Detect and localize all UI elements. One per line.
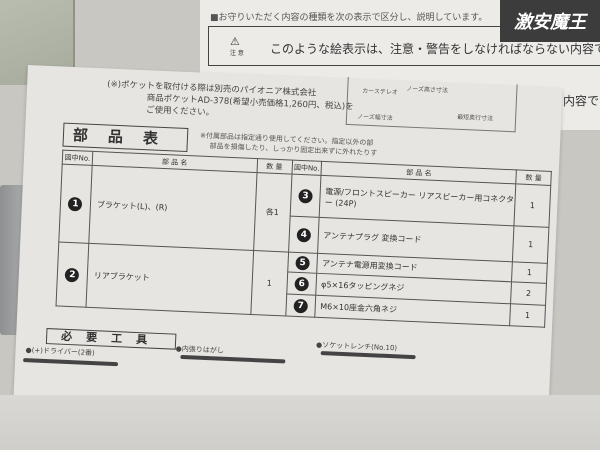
part-qty: 1 [513, 183, 551, 228]
part-number: 5 [295, 255, 310, 270]
tool-screwdriver: ●(+)ドライバー(2番) [25, 346, 95, 358]
warning-icon: ⚠注 意 [230, 35, 244, 57]
parts-note: ※付属部品は指定通り使用してください。指定以外の部 部品を損傷したり、しっかり固… [199, 131, 377, 159]
part-qty: 1 [511, 261, 548, 284]
diagram-label: ノーズ高さ寸法 [406, 85, 449, 95]
part-number: 1 [68, 196, 83, 212]
part-qty: 1 [512, 225, 549, 264]
trim-remover-illustration [180, 354, 286, 364]
part-number: 4 [296, 227, 312, 242]
part-number: 3 [298, 188, 313, 204]
header-no: 図中No. [291, 160, 323, 176]
part-name: ブラケット(L)、(R) [88, 165, 257, 251]
diagram-label: 最短奥行寸法 [456, 113, 494, 123]
socket-wrench-illustration [320, 351, 416, 360]
warning-text: このような絵表示は、注意・警告をしなければならない内容で [270, 42, 600, 56]
warning-icon-label: 注 意 [230, 50, 244, 57]
header-no: 図中No. [62, 150, 93, 166]
part-qty: 1 [250, 250, 289, 316]
table-surface [0, 395, 600, 450]
part-name: リアブラケット [85, 243, 254, 315]
part-qty: 各1 [253, 172, 292, 253]
dimension-diagram: カーステレオ ノーズ高さ寸法 ノーズ幅寸法 最短奥行寸法 [345, 76, 518, 133]
diagram-label: カーステレオ [362, 87, 399, 97]
part-number: 2 [65, 267, 80, 282]
right-text: 内容で [563, 94, 600, 108]
tool-trim-remover: ●内張りはがし [175, 344, 225, 355]
parts-table: 図中No. 部 品 名 数 量 図中No. 部 品 名 数 量 1 ブラケット(… [55, 150, 552, 328]
instruction-sheet: (※)ポケットを取付ける際は別売のパイオニア株式会社 商品ポケットAD-378(… [12, 65, 563, 448]
parts-title: 部品表 [62, 122, 189, 153]
header-qty: 数 量 [256, 158, 293, 175]
part-qty: 1 [509, 303, 546, 328]
part-qty: 2 [510, 281, 547, 306]
watermark-logo: 激安魔王 [500, 0, 600, 42]
part-number: 6 [294, 276, 309, 291]
diagram-label: ノーズ幅寸法 [356, 113, 393, 122]
screwdriver-illustration [23, 358, 119, 367]
header-qty: 数 量 [515, 169, 552, 186]
part-number: 7 [293, 298, 309, 313]
notice-text: ■お守りいただく内容の種類を次の表示で区分し、説明しています。 [210, 13, 488, 23]
pocket-note: (※)ポケットを取付ける際は別売のパイオニア株式会社 商品ポケットAD-378(… [106, 78, 354, 125]
warning-frame [208, 26, 600, 66]
